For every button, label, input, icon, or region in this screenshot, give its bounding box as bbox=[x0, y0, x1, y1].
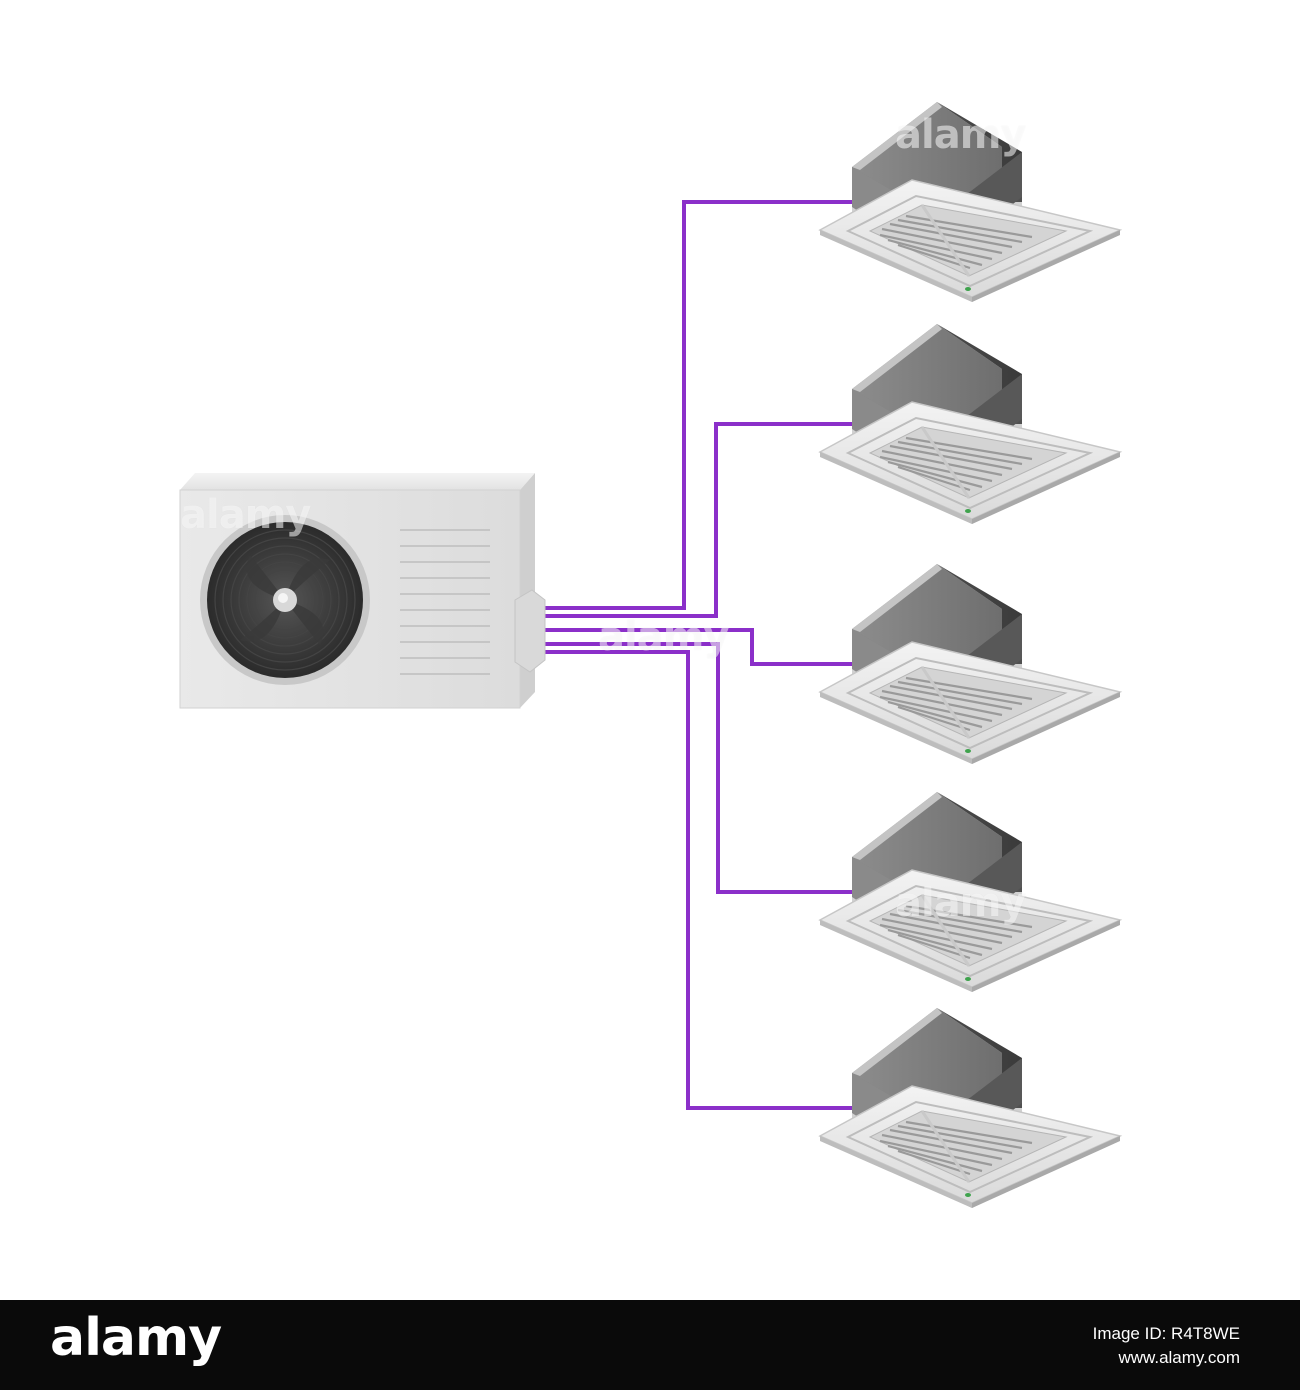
site-url: www.alamy.com bbox=[1118, 1348, 1240, 1367]
ceiling-cassette-unit-4 bbox=[818, 790, 1122, 1019]
pipe-to-unit-1 bbox=[540, 200, 855, 610]
footer-meta: Image ID: R4T8WE www.alamy.com bbox=[1093, 1322, 1240, 1370]
alamy-logo: alamy bbox=[50, 1308, 222, 1368]
pipe-to-unit-3 bbox=[540, 628, 855, 666]
vrf-diagram bbox=[179, 100, 1122, 1235]
pipe-to-unit-4 bbox=[540, 642, 855, 894]
footer-bar: alamy Image ID: R4T8WE www.alamy.com bbox=[0, 1300, 1300, 1390]
ceiling-cassette-unit-1 bbox=[818, 100, 1122, 329]
pipe-to-unit-5 bbox=[540, 650, 855, 1110]
refrigerant-pipes bbox=[540, 200, 855, 1110]
pipe-to-unit-2 bbox=[540, 422, 855, 618]
image-id-label: Image ID: R4T8WE bbox=[1092, 1324, 1240, 1343]
ceiling-cassette-unit-5 bbox=[818, 1006, 1122, 1235]
fan-icon bbox=[200, 515, 370, 685]
ceiling-cassette-unit-2 bbox=[818, 322, 1122, 551]
ceiling-cassette-unit-3 bbox=[818, 562, 1122, 791]
outdoor-condenser-unit bbox=[179, 473, 546, 709]
